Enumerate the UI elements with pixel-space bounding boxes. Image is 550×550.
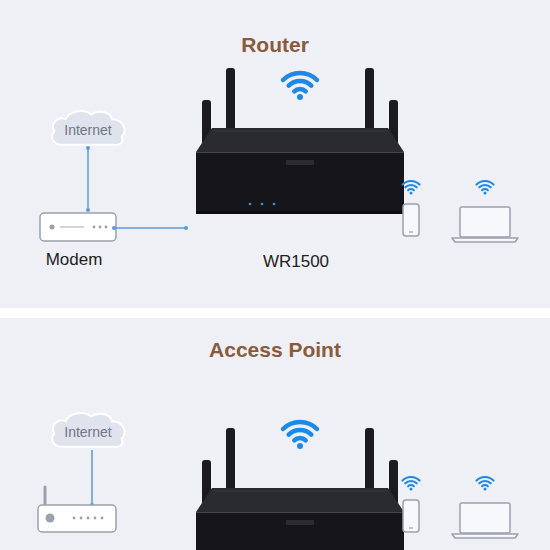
cloud-label: Internet — [64, 420, 111, 440]
panel-title: Access Point — [0, 338, 550, 362]
device-node: WR1500 — [186, 60, 406, 272]
internet-cloud: Internet — [48, 108, 128, 148]
panel-band: Access PointInternet — [0, 318, 550, 550]
access-point-wiring — [90, 450, 94, 507]
cable-connector — [112, 226, 188, 230]
device-label: Modem — [46, 250, 103, 270]
modem-router-icon — [38, 487, 116, 532]
cloud-label: Internet — [64, 118, 111, 138]
panel-band: RouterInternetModem WR1500 — [0, 0, 550, 308]
access-point-illustration — [196, 422, 404, 550]
internet-cloud: Internet — [48, 410, 128, 450]
device-node: Modem — [34, 210, 114, 270]
cable-connector — [86, 146, 90, 212]
router-illustration — [196, 68, 404, 214]
access-point-clients — [403, 477, 518, 538]
panel-title: Router — [0, 33, 550, 57]
device-label: WR1500 — [263, 252, 329, 272]
modem-icon — [40, 213, 116, 241]
client-devices — [403, 181, 518, 242]
